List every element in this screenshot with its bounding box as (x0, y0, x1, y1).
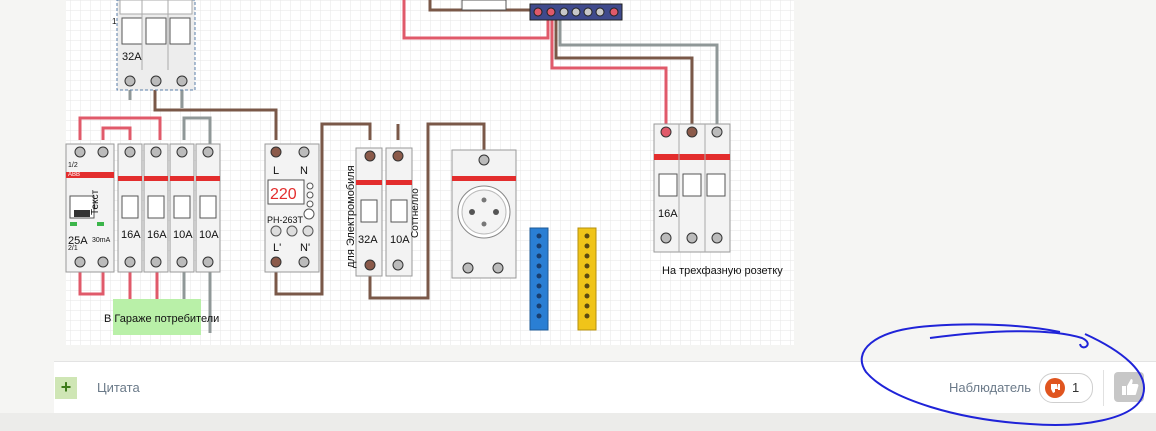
relay-display: 220 (270, 186, 297, 203)
ev-breaker-label: 32A (358, 234, 378, 246)
ev-label: для Электромобиля (345, 165, 357, 268)
breaker-label: 10A (199, 229, 219, 241)
breaker-row: 16A 16A 10A 10A (117, 143, 221, 273)
breaker-label: 10A (173, 229, 193, 241)
rcbo-text: Текст (90, 189, 101, 215)
socket-label: Соттнелло (410, 188, 421, 238)
top-bus (461, 0, 623, 21)
socket-breaker-label: 10A (390, 234, 410, 246)
relay-top-n: N (300, 165, 308, 177)
breaker-module: 16A (117, 143, 143, 273)
thumb-up-icon (1122, 379, 1139, 395)
rcbo-bot-terms: 2/1 (68, 245, 78, 252)
ev-breakers: 32A 10A для Электромобиля Соттнелло (345, 147, 421, 277)
reputation-count: 1 (1072, 380, 1080, 395)
breaker-module: 10A (195, 143, 221, 273)
reputation-badge[interactable]: 1 (1039, 373, 1093, 403)
rcbo-module: ABB 25A 30mA 1/2 2/1 Текст (65, 143, 115, 273)
quote-link[interactable]: Цитата (97, 380, 140, 395)
wiring-diagram: 32A 1 ABB 25A 30mA 1/2 2/1 Текст 16A 16A (65, 0, 794, 345)
breaker-32a-top: 32A 1 (112, 0, 196, 91)
relay-top-l: L (273, 165, 279, 177)
breaker-module: 10A (169, 143, 195, 273)
breaker-32a-top-marker: 1 (112, 17, 117, 26)
page-bottom-strip (0, 413, 1156, 431)
voltage-relay: L N 220 РН-263Т L' N' (264, 143, 320, 273)
add-button[interactable]: + (55, 377, 77, 399)
socket-module (451, 149, 517, 279)
three-phase-label: На трехфазную розетку (662, 265, 783, 277)
rcbo-sub: 30mA (92, 237, 111, 244)
relay-bot-n: N' (300, 242, 310, 254)
breaker-label: 16A (121, 229, 141, 241)
breaker-label: 16A (147, 229, 167, 241)
neutral-bus-bar (529, 227, 549, 331)
relay-bot-l: L' (273, 242, 281, 254)
user-role: Наблюдатель (949, 380, 1032, 395)
rcbo-rating: 25A (68, 235, 88, 247)
garage-label-box (113, 299, 201, 335)
thumb-down-icon (1045, 378, 1065, 398)
breaker-module: 16A (143, 143, 169, 273)
three-phase-breaker-label: 16A (658, 208, 678, 220)
garage-label: В Гараже потребители (104, 313, 219, 325)
rcbo-top-terms: 1/2 (68, 162, 78, 169)
relay-model: РН-263Т (267, 215, 304, 225)
three-phase-breaker: 16A (653, 123, 731, 253)
rcbo-brand: ABB (68, 172, 80, 178)
ground-bus-bar (577, 227, 597, 331)
post-footer: + Цитата Наблюдатель 1 (54, 361, 1156, 414)
footer-divider (1103, 370, 1104, 406)
breaker-32a-top-label: 32A (122, 51, 142, 63)
like-button[interactable] (1114, 372, 1144, 402)
